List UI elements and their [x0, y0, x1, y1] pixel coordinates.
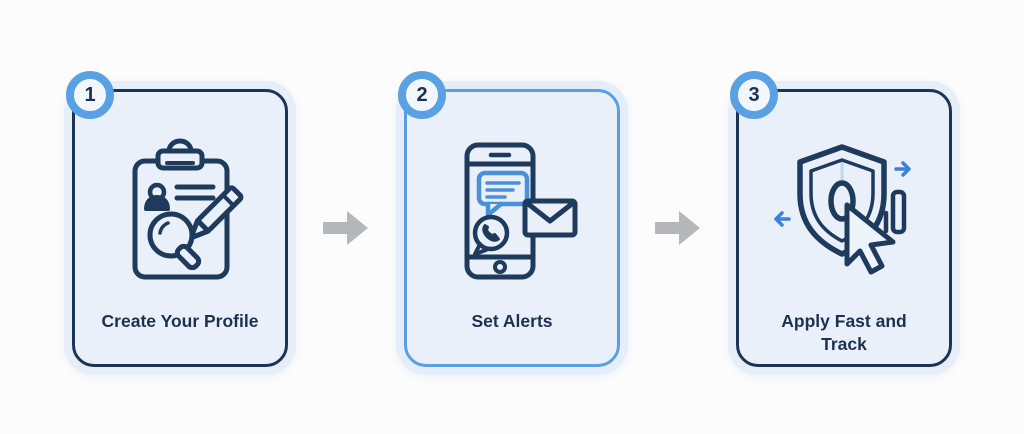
- step-card-create-profile: 1: [64, 71, 296, 375]
- right-arrow-icon: [323, 211, 368, 245]
- step-number-badge: 1: [66, 71, 114, 119]
- step-number: 2: [416, 83, 428, 106]
- step-icon-zone: [105, 134, 255, 290]
- step-number-badge: 2: [398, 71, 446, 119]
- shield-cursor-tracking-icon: [773, 144, 911, 275]
- clipboard-profile-search-icon: [132, 138, 244, 280]
- step-card-body: Create Your Profile: [72, 89, 288, 367]
- step-connector: [323, 209, 369, 247]
- step-label: Set Alerts: [471, 311, 553, 331]
- step-card-body: Apply Fast and Track: [736, 89, 952, 367]
- step-number: 3: [748, 83, 760, 106]
- step-number-badge: 3: [730, 71, 778, 119]
- step-connector: [655, 209, 701, 247]
- step-icon-zone: [767, 134, 922, 290]
- step-card-set-alerts: 2: [396, 71, 628, 375]
- step-card-body: Set Alerts: [404, 89, 620, 367]
- step-label: Apply Fast and Track: [781, 311, 907, 354]
- step-number: 1: [84, 83, 96, 106]
- step-label: Create Your Profile: [101, 311, 259, 331]
- step-card-apply-track: 3: [728, 71, 960, 375]
- step-icon-zone: [437, 134, 587, 290]
- phone-notifications-icon: [464, 142, 578, 280]
- right-arrow-icon: [655, 211, 700, 245]
